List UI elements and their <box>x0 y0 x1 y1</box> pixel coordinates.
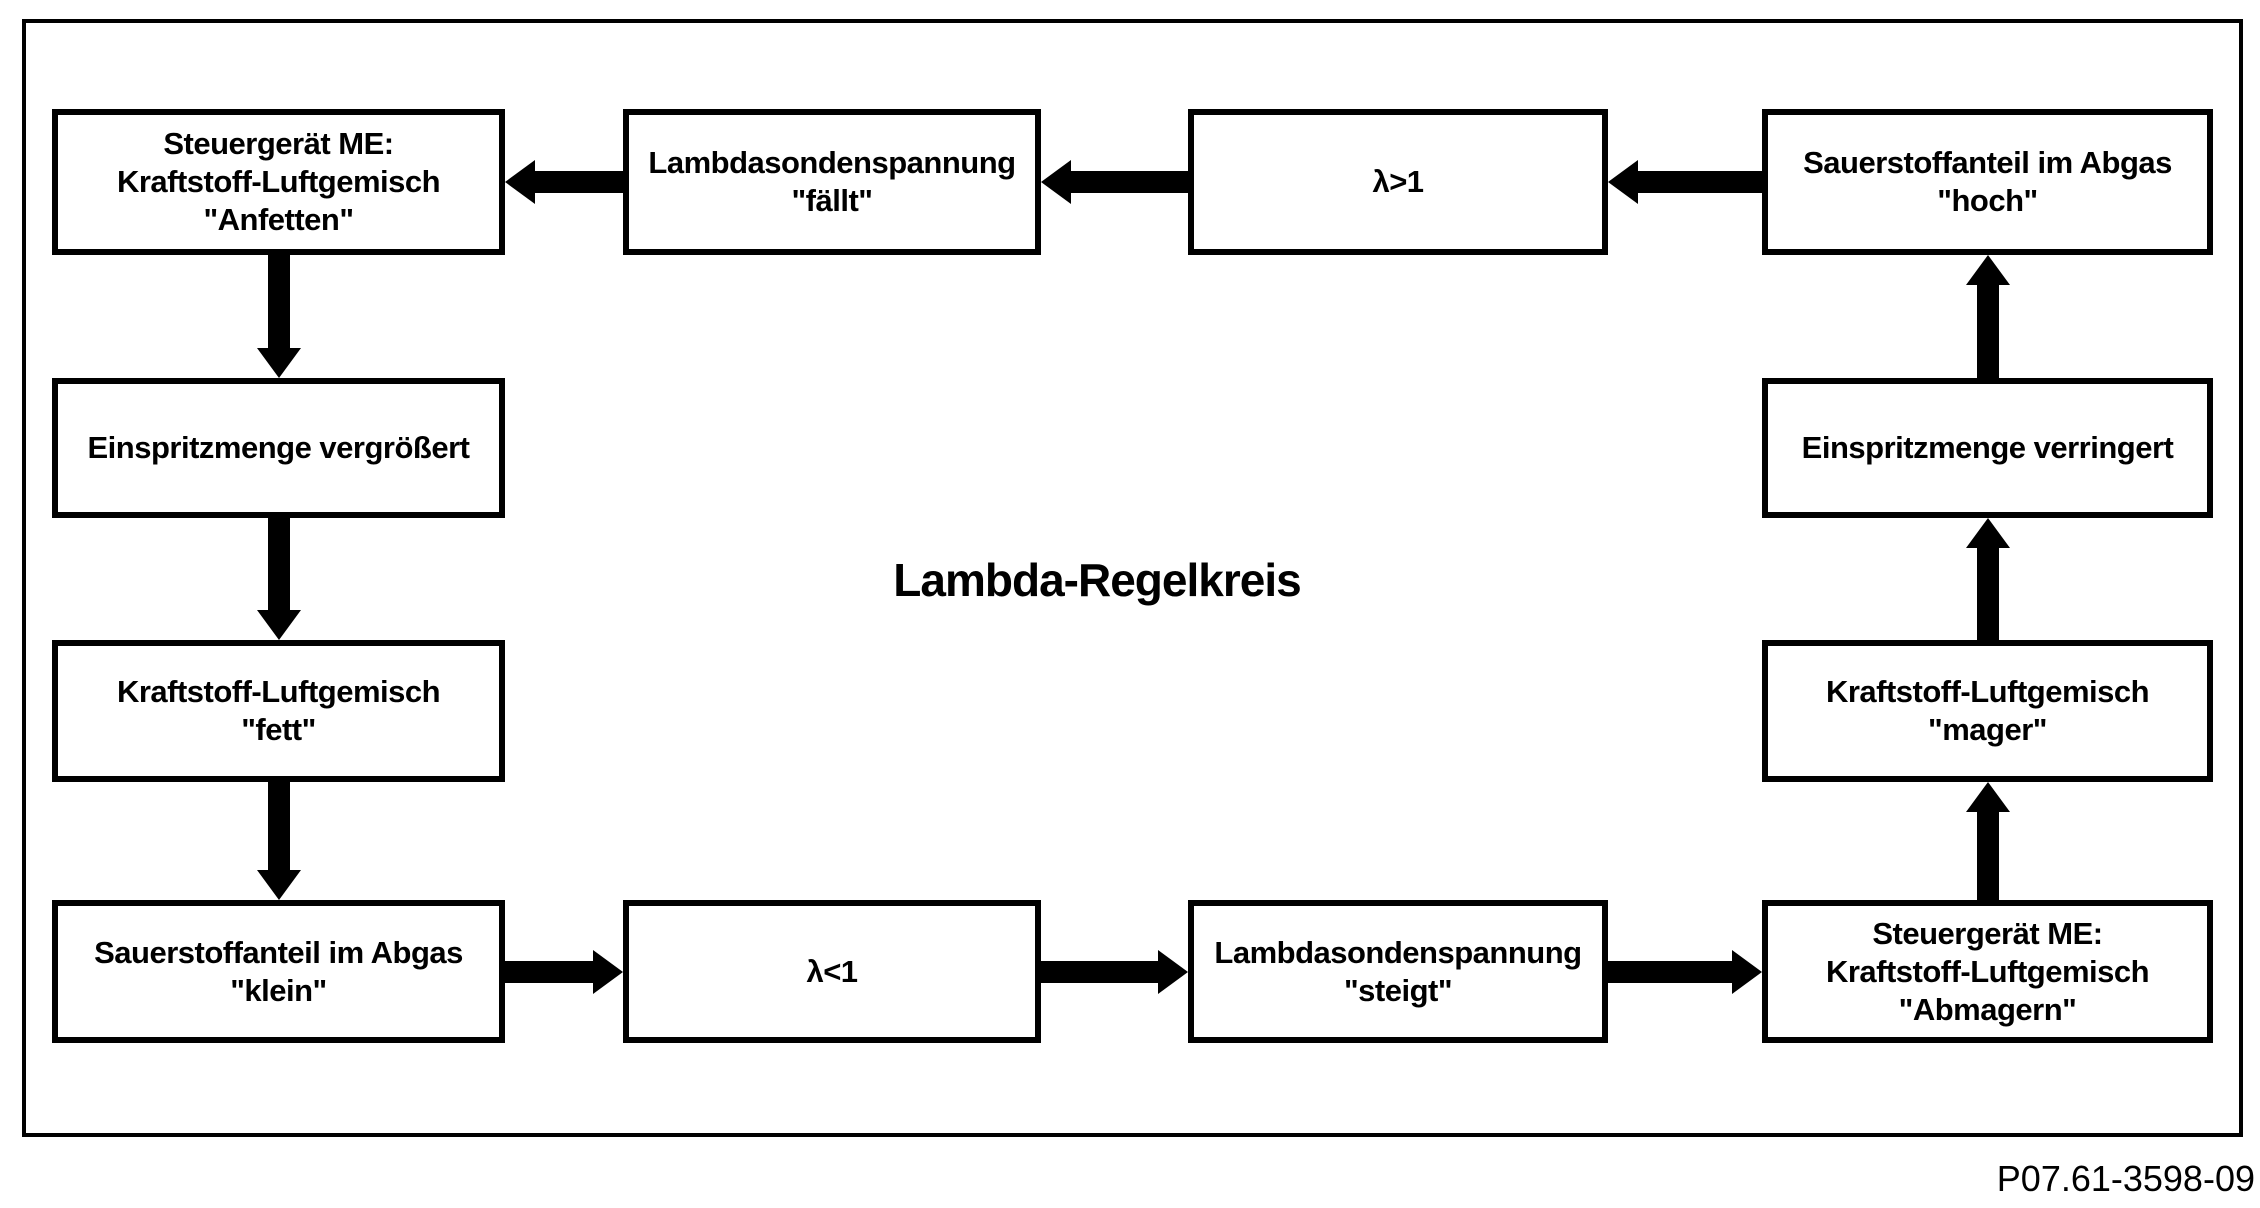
box-steuergeraet-abmagern: Steuergerät ME: Kraftstoff-Luftgemisch "… <box>1762 900 2213 1043</box>
arrow-head <box>1732 950 1762 994</box>
arrow-shaft <box>533 171 623 193</box>
box-text-line: "klein" <box>230 972 327 1008</box>
box-einspritzmenge-vergroessert: Einspritzmenge vergrößert <box>52 378 505 518</box>
box-text-line: Kraftstoff-Luftgemisch <box>1825 953 2150 989</box>
box-einspritzmenge-verringert: Einspritzmenge verringert <box>1762 378 2213 518</box>
arrow-head <box>1608 160 1638 204</box>
arrow-head <box>257 348 301 378</box>
arrow-head <box>257 610 301 640</box>
box-sauerstoffanteil-klein: Sauerstoffanteil im Abgas "klein" <box>52 900 505 1043</box>
arrow-shaft <box>1977 283 1999 378</box>
box-text-line: "Abmagern" <box>1898 991 2077 1027</box>
arrow-shaft <box>1636 171 1762 193</box>
arrow-abmagern-to-verringert-up-icon <box>1966 782 2010 900</box>
box-text-line: "Anfetten" <box>203 202 354 237</box>
arrow-shaft <box>1977 810 1999 900</box>
arrow-steigt-to-abmagern-right-icon <box>1608 950 1762 994</box>
diagram-border <box>22 19 2243 1137</box>
box-lambdasondenspannung-faellt: Lambdasondenspannung "fällt" <box>623 109 1041 255</box>
box-text-line: λ<1 <box>806 953 858 989</box>
arrow-anfetten-to-vergroessert-down-icon <box>257 255 301 378</box>
arrow-head <box>1041 160 1071 204</box>
box-text-line: "mager" <box>1928 712 2047 747</box>
arrow-lambda-lt1-to-steigt-right-icon <box>1041 950 1188 994</box>
box-sauerstoffanteil-hoch: Sauerstoffanteil im Abgas "hoch" <box>1762 109 2213 255</box>
box-text-line: Sauerstoffanteil im Abgas <box>94 934 463 970</box>
box-text-line: "fett" <box>241 712 316 747</box>
arrow-head <box>593 950 623 994</box>
arrow-shaft <box>1977 546 1999 640</box>
arrow-head <box>505 160 535 204</box>
arrow-shaft <box>268 518 290 612</box>
box-text-line: "hoch" <box>1937 183 2038 218</box>
arrow-shaft <box>1069 171 1188 193</box>
arrow-head <box>1966 782 2010 812</box>
arrow-hoch-to-lambda-gt1-left-icon <box>1608 160 1762 204</box>
arrow-faellt-to-anfetten-left-icon <box>505 160 623 204</box>
arrow-klein-to-lambda-lt1-right-icon <box>505 950 623 994</box>
box-gemisch-mager: Kraftstoff-Luftgemisch "mager" <box>1762 640 2213 782</box>
arrow-shaft <box>505 961 595 983</box>
box-gemisch-fett: Kraftstoff-Luftgemisch "fett" <box>52 640 505 782</box>
arrow-lambda-gt1-to-faellt-left-icon <box>1041 160 1188 204</box>
arrow-fett-to-klein-down-icon <box>257 782 301 900</box>
box-text-line: Steuergerät ME: <box>1872 915 2103 951</box>
box-text-line: Lambdasondenspannung <box>648 145 1016 180</box>
arrow-head <box>1966 255 2010 285</box>
box-steuergeraet-anfetten: Steuergerät ME: Kraftstoff-Luftgemisch "… <box>52 109 505 255</box>
box-text-line: Kraftstoff-Luftgemisch <box>116 164 441 199</box>
box-text-line: Sauerstoffanteil im Abgas <box>1803 145 2172 180</box>
box-text-line: λ>1 <box>1372 164 1424 199</box>
box-text-line: Kraftstoff-Luftgemisch <box>1825 674 2150 709</box>
arrow-mager-to-hoch-up-icon <box>1966 255 2010 378</box>
box-text-line: Kraftstoff-Luftgemisch <box>116 674 441 709</box>
box-text-line: Einspritzmenge verringert <box>1801 430 2174 465</box>
box-text-line: Einspritzmenge vergrößert <box>87 430 470 465</box>
diagram-title: Lambda-Regelkreis <box>893 554 1301 606</box>
arrow-shaft <box>1041 961 1160 983</box>
arrow-shaft <box>1608 961 1734 983</box>
box-text-line: Steuergerät ME: <box>163 126 394 161</box>
arrow-head <box>257 870 301 900</box>
box-text-line: "steigt" <box>1343 972 1453 1008</box>
reference-number: P07.61-3598-09 <box>1996 1158 2255 1199</box>
arrow-head <box>1966 518 2010 548</box>
arrow-verringert-to-mager-up-icon <box>1966 518 2010 640</box>
box-lambdasondenspannung-steigt: Lambdasondenspannung "steigt" <box>1188 900 1608 1043</box>
box-lambda-greater-1: λ>1 <box>1188 109 1608 255</box>
arrow-shaft <box>268 255 290 350</box>
arrow-shaft <box>268 782 290 872</box>
arrow-vergroessert-to-fett-down-icon <box>257 518 301 640</box>
arrow-head <box>1158 950 1188 994</box>
box-text-line: "fällt" <box>791 183 873 218</box>
box-lambda-less-1: λ<1 <box>623 900 1041 1043</box>
box-text-line: Lambdasondenspannung <box>1214 934 1582 970</box>
